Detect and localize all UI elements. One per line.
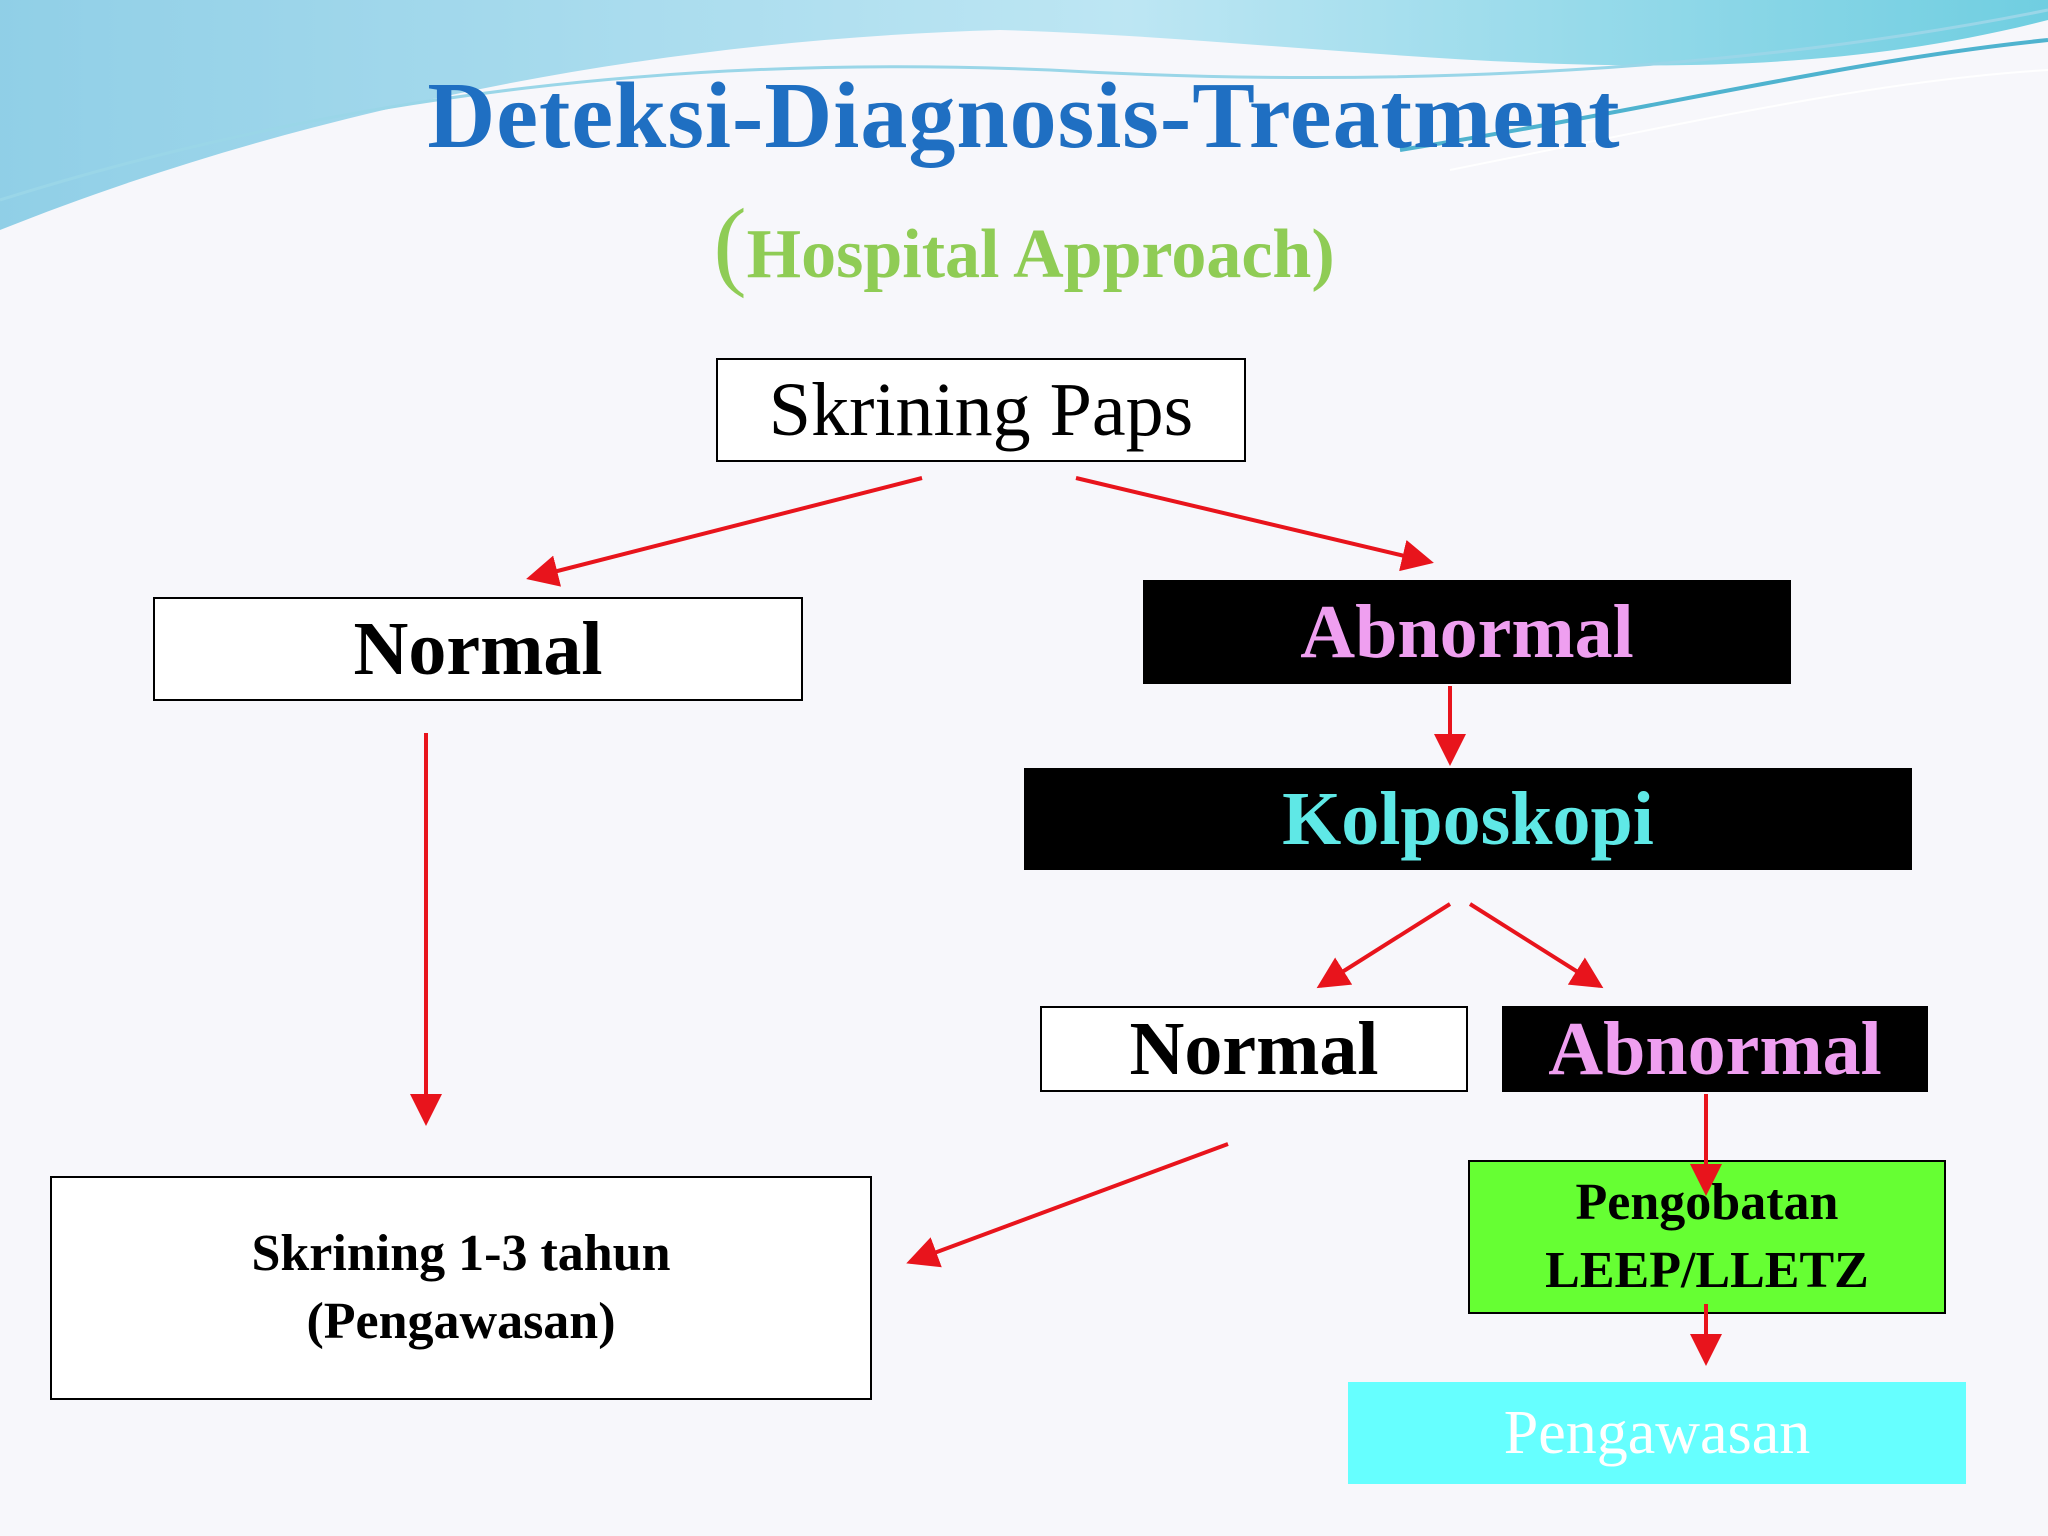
slide-subtitle: (Hospital Approach) xyxy=(0,186,2048,301)
node-pengawasan: Pengawasan xyxy=(1348,1382,1966,1484)
subtitle-text: Hospital Approach) xyxy=(746,216,1335,293)
node-normal-1: Normal xyxy=(153,597,803,701)
node-skrining-tahun: Skrining 1-3 tahun (Pengawasan) xyxy=(50,1176,872,1400)
slide-title: Deteksi-Diagnosis-Treatment xyxy=(427,64,1621,168)
subtitle-open-paren: ( xyxy=(713,188,747,299)
node-abnormal-1: Abnormal xyxy=(1143,580,1791,684)
node-kolposkopi: Kolposkopi xyxy=(1024,768,1912,870)
node-pengobatan-line1: Pengobatan xyxy=(1575,1174,1839,1231)
node-normal-2: Normal xyxy=(1040,1006,1468,1092)
node-pengobatan-line2: LEEP/LLETZ xyxy=(1545,1242,1869,1299)
node-abnormal-2: Abnormal xyxy=(1502,1006,1928,1092)
node-pengobatan: Pengobatan LEEP/LLETZ xyxy=(1468,1160,1946,1314)
node-skrining-paps: Skrining Paps xyxy=(716,358,1246,462)
node-skrining-tahun-line1: Skrining 1-3 tahun xyxy=(251,1225,671,1282)
node-skrining-tahun-line2: (Pengawasan) xyxy=(306,1293,616,1350)
